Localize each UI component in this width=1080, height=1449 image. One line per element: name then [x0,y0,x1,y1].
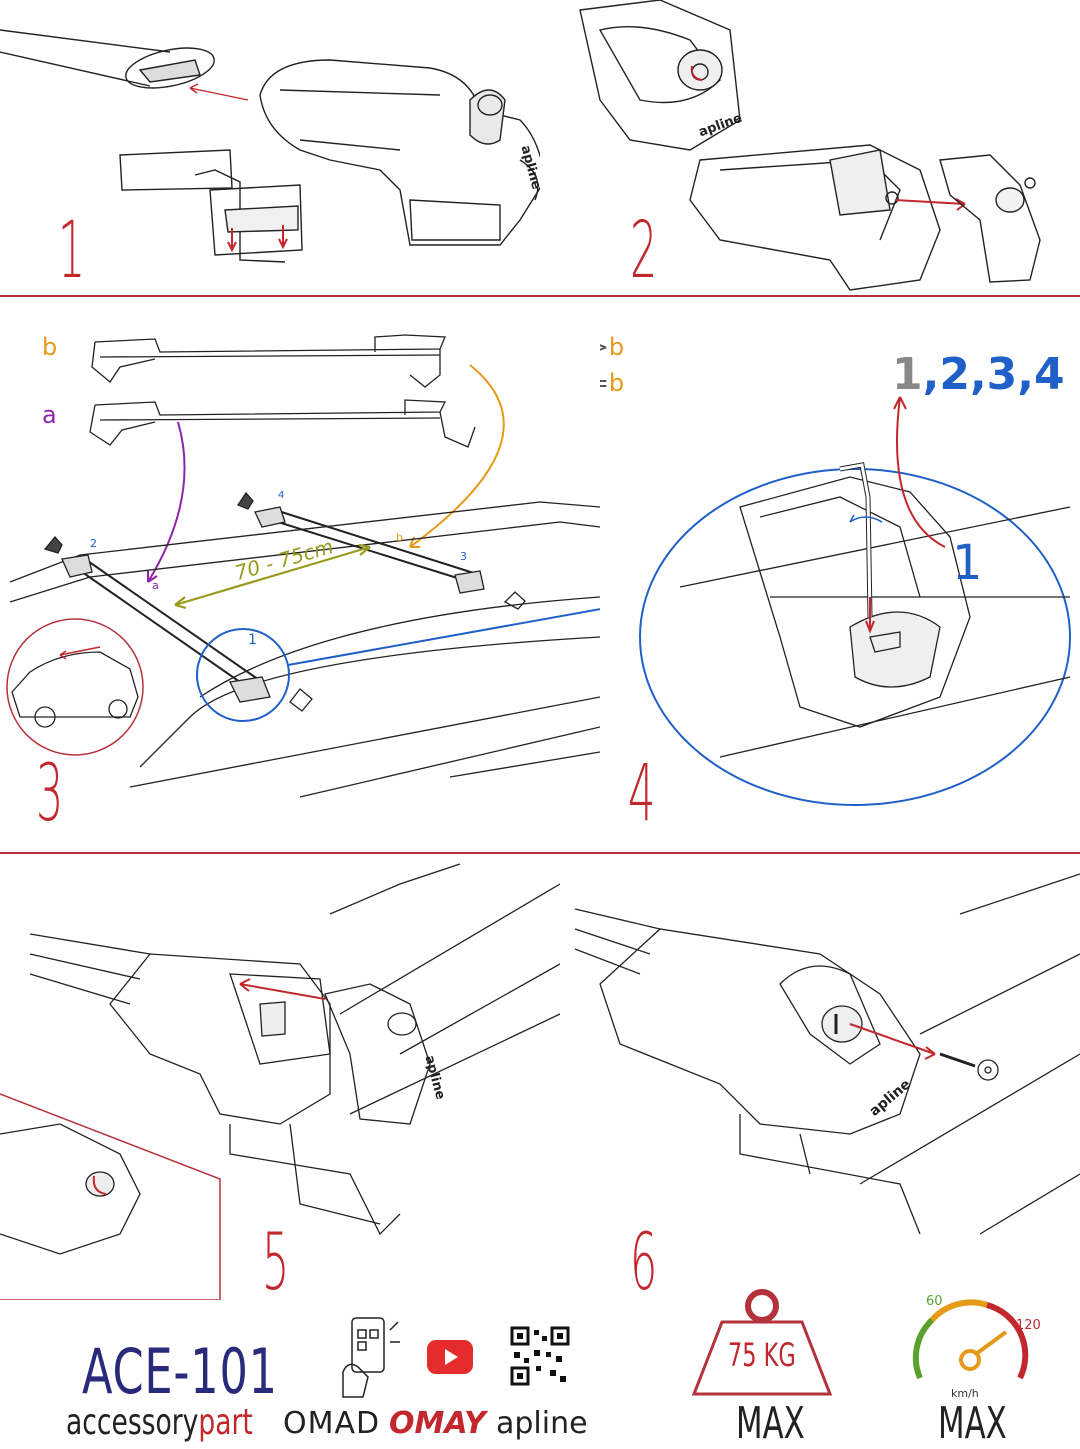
cond-b: b [608,369,625,397]
condition-a-eq-b: a=b [600,369,624,397]
cond-op: > [600,333,609,361]
max-speed-label: MAX [938,1398,1007,1449]
speedometer-icon [912,1299,1029,1380]
bar-a-small-label: a [152,579,159,592]
tightening-order: 1,2,3,4 [892,349,1065,400]
weight-icon [692,1289,832,1396]
panel-step-4: a>b a=b 1,2,3,4 1 4 [600,297,1080,852]
brand-omad: OMAD [283,1406,381,1441]
step-number: 4 [628,749,656,839]
cond-op: = [600,369,609,397]
brand-omay: OMAY [389,1406,486,1441]
start-label: 1 [952,535,983,591]
foot-label-2: 2 [90,537,97,550]
speed-low-label: 60 [926,1294,943,1309]
brand-apline: apline [496,1406,588,1441]
panel-5-illustration [0,863,560,1300]
panel-3-illustration [6,334,600,798]
foot-label-1: 1 [248,632,257,648]
speed-unit-label: km/h [951,1387,979,1400]
youtube-icon [427,1340,473,1374]
model-number: ACE-101 [82,1335,278,1408]
panel-step-2: 2 [540,0,1080,295]
weight-label: 75 KG [728,1336,796,1374]
order-rest: ,2,3,4 [922,349,1065,400]
phone-scan-icon [342,1317,400,1398]
condition-a-gt-b: a>b [600,333,624,361]
panel-step-3: b a 70 - 75cm 1 2 3 4 a b 3 [0,297,600,852]
accessorypart-logo: accessorypart [66,1402,253,1443]
bar-b-small-label: b [396,531,403,544]
panel-step-6: 6 [560,854,1080,1300]
panel-step-1: 1 [0,0,540,295]
cross-bar-a [89,399,476,448]
section-divider [0,295,1080,297]
accessory-text: accessory [66,1402,199,1443]
foot-label-4: 4 [278,490,285,501]
qr-code-icon [510,1326,570,1386]
panel-6-illustration [574,873,1080,1235]
cross-bar-b [91,334,446,388]
step-number: 1 [58,206,86,295]
step-number: 6 [630,1218,658,1300]
foot-label-3: 3 [460,550,467,563]
step-number: 5 [262,1218,290,1300]
step-number: 2 [630,206,658,295]
panel-2-illustration [579,0,1041,291]
panel-step-5: 5 [0,854,560,1300]
speed-high-label: 120 [1016,1318,1041,1333]
panel-1-illustration [0,29,540,263]
part-text: part [198,1402,253,1443]
order-first: 1 [892,349,923,400]
bar-b-label: b [42,333,58,361]
bar-a-label: a [42,401,57,429]
section-divider [0,852,1080,854]
panel-4-illustration [639,396,1071,806]
step-number: 3 [36,749,64,839]
max-weight-label: MAX [736,1398,805,1449]
cond-b: b [608,333,625,361]
